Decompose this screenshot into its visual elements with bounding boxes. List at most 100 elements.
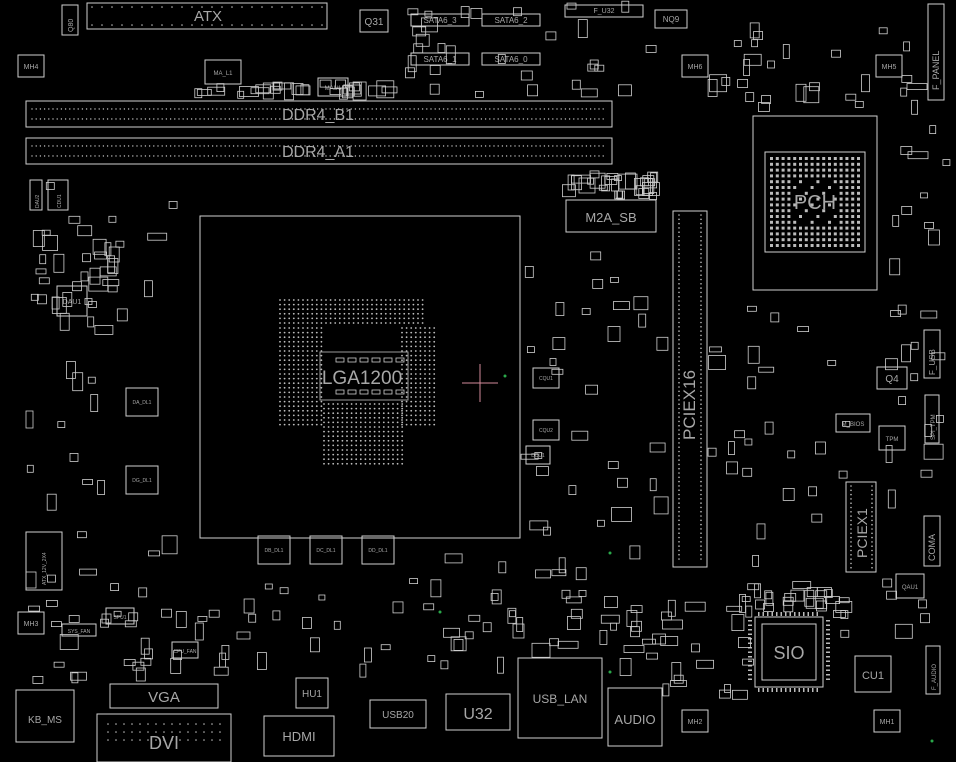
dau2-chip[interactable]: DAU2 — [29, 179, 43, 211]
dimm-pin — [203, 118, 205, 120]
pch-label: PCH — [794, 192, 836, 214]
pcie-pin — [700, 450, 702, 453]
vga-port[interactable]: VGA — [109, 683, 219, 709]
cpu-pin — [419, 414, 422, 417]
sata-ports[interactable]: SATA6_3 SATA6_2 SATA6_1 SATA6_0 — [410, 13, 541, 66]
dimm-slot-ddr4-b1[interactable]: DDR4_B1 — [25, 100, 613, 128]
cpu-pin — [297, 299, 300, 301]
cpu-pin — [292, 382, 295, 385]
hu1-chip[interactable]: HU1 — [295, 677, 329, 709]
smd-footprint — [752, 555, 759, 567]
db-dl1-inductor[interactable]: DB_DL1 — [257, 535, 291, 565]
cpu-pin — [373, 403, 376, 405]
cpu-pin — [403, 317, 406, 320]
cpu-pin — [332, 435, 335, 438]
smd-footprint — [516, 617, 524, 632]
spu1-component[interactable]: SPU1 — [105, 607, 135, 625]
smd-footprint — [617, 477, 628, 488]
sys-fan-header[interactable]: SYS_FAN — [61, 623, 97, 637]
nq9-component[interactable]: NQ9 — [654, 9, 688, 29]
cpu-pin — [315, 363, 318, 366]
pcie-pin — [700, 403, 702, 406]
pciex16-slot[interactable]: PCIEX16 — [672, 210, 708, 568]
pcie-pin — [700, 295, 702, 298]
cpu-pin — [355, 430, 358, 433]
smd-footprint — [108, 246, 120, 263]
m-bios-chip[interactable]: M_BIOS — [835, 413, 871, 433]
sio-chip[interactable]: SIO — [748, 612, 830, 692]
dvi-pin — [107, 723, 109, 725]
dc-dl1-inductor[interactable]: DC_DL1 — [309, 535, 343, 565]
pch-ball — [851, 232, 855, 236]
coma-header[interactable]: COMA — [923, 515, 941, 567]
cpu-pin — [371, 308, 373, 311]
cpu-socket-lga1200[interactable]: LGA1200 — [199, 215, 521, 539]
ma-l1-component[interactable]: MA_L1 — [204, 59, 242, 85]
kb-ms-port[interactable]: KB_MS — [15, 689, 75, 743]
cpu-fan-header[interactable]: CPU_FAN — [171, 641, 199, 659]
cpu-pin — [366, 312, 369, 315]
dimm-pin — [585, 118, 588, 120]
cpu-pin — [315, 373, 318, 375]
cpu-pin — [405, 345, 408, 348]
cpu-pin — [306, 331, 309, 334]
dimm-pin — [396, 145, 399, 147]
pch-ball — [822, 238, 826, 242]
dd-dl1-inductor[interactable]: DD_DL1 — [361, 535, 395, 565]
dimm-pin — [85, 155, 88, 157]
f-u32-header[interactable]: F_U32 — [564, 4, 644, 18]
qau1-chip[interactable]: QAU1 — [895, 573, 925, 599]
dvi-port[interactable]: DVI — [96, 713, 232, 762]
q4-component[interactable]: Q4 — [876, 366, 908, 390]
cpu-pin — [292, 386, 295, 389]
pch-chip[interactable]: PCH — [752, 115, 878, 291]
pch-ball — [822, 244, 826, 247]
smd-footprint — [28, 605, 41, 612]
dimm-pin — [73, 155, 75, 157]
dimm-slot-ddr4-a1[interactable]: DDR4_A1 — [25, 137, 613, 165]
pcie-pin — [700, 231, 702, 233]
atx-connector[interactable]: ATX — [86, 2, 328, 30]
smd-footprint — [161, 535, 178, 555]
pch-ball — [839, 238, 843, 242]
cpu-pin — [369, 416, 371, 419]
usb20-port[interactable]: USB20 — [369, 699, 427, 729]
pciex1-slot[interactable]: PCIEX1 — [845, 481, 877, 573]
sio-pin — [826, 678, 830, 680]
f-usb-header[interactable]: F_USB — [923, 329, 941, 379]
dimm-pin — [295, 145, 298, 147]
f-panel-header[interactable]: F_PANEL — [927, 3, 945, 101]
pcie-pin — [700, 252, 702, 255]
cu1-chip[interactable]: CU1 — [854, 655, 892, 693]
f-audio-header[interactable]: F_AUDIO — [925, 645, 941, 695]
cpu-pin — [320, 368, 323, 371]
q80-component[interactable]: Q80 — [61, 4, 79, 36]
atx-12v-connector[interactable]: ATX_12V_2X4 — [25, 531, 63, 591]
audio-jack[interactable]: AUDIO — [607, 687, 663, 747]
dimm-pin — [253, 155, 256, 157]
smd-footprint — [57, 421, 66, 429]
spi-tpm-header[interactable]: SPI_TPM — [924, 394, 940, 444]
usb-lan-port[interactable]: USB_LAN — [517, 657, 603, 739]
cqu1-chip[interactable]: CQU1 — [532, 367, 560, 389]
atx-pin — [201, 24, 203, 26]
pcie-pin — [678, 235, 680, 238]
cpu-pin — [311, 303, 314, 306]
hdmi-port[interactable]: HDMI — [263, 715, 335, 757]
dvi-pin — [195, 723, 197, 725]
dimm-pin — [94, 155, 96, 157]
u32-port[interactable]: U32 — [445, 693, 511, 731]
dimm-pin — [182, 145, 184, 147]
q31-component[interactable]: Q31 — [359, 9, 389, 33]
da-dl1-inductor[interactable]: DA_DL1 — [125, 387, 159, 417]
cqu2-chip[interactable]: CQU2 — [532, 419, 560, 441]
dimm-pin — [501, 118, 504, 120]
pch-ball — [804, 244, 808, 247]
m2a-sb-slot[interactable]: M2A_SB — [565, 199, 657, 233]
dg-dl1-inductor[interactable]: DG_DL1 — [125, 465, 159, 495]
pch-ball — [781, 157, 785, 160]
cdu1-chip[interactable]: CDU1 — [47, 179, 69, 211]
cpu-pin — [297, 331, 300, 334]
pcie-pin — [678, 244, 680, 246]
pcie-pin — [700, 265, 702, 268]
